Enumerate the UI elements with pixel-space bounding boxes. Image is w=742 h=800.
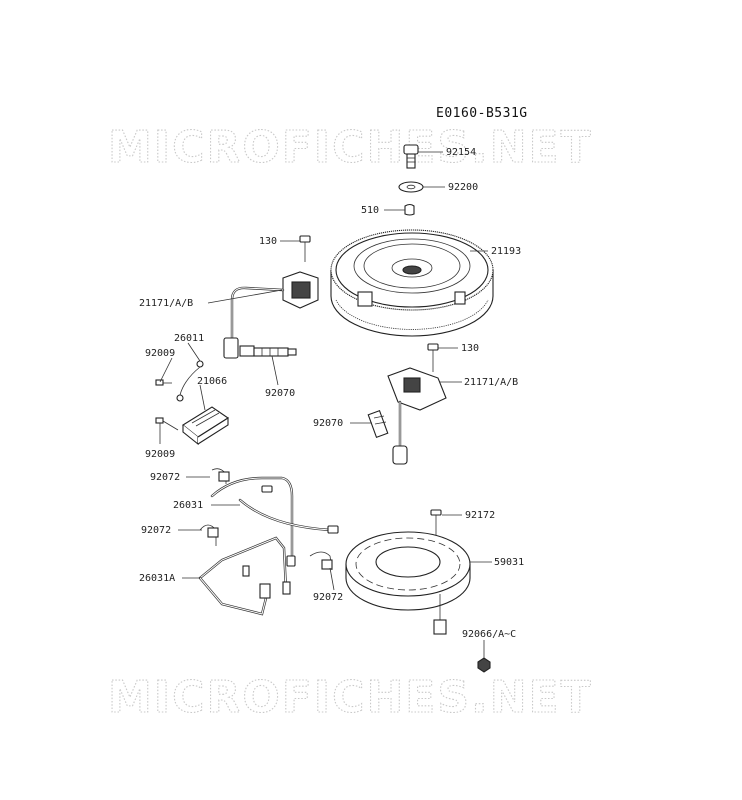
bolt-130-upper-drawing[interactable]	[299, 235, 311, 262]
bolt-130-lower-drawing[interactable]	[427, 343, 439, 372]
label-92172: 92172	[465, 510, 495, 521]
bolt-92172-drawing[interactable]	[430, 509, 442, 535]
label-92154: 92154	[446, 147, 476, 158]
nut-92066-drawing[interactable]	[477, 657, 491, 673]
plug-cap-b-drawing[interactable]	[367, 409, 389, 439]
lead-wire-26011-drawing[interactable]	[176, 360, 204, 402]
coil-b-drawing[interactable]	[387, 367, 447, 465]
label-92009-upper: 92009	[145, 348, 175, 359]
stator-59031-drawing[interactable]	[345, 531, 471, 635]
label-26011: 26011	[174, 333, 204, 344]
label-26031: 26031	[173, 500, 203, 511]
label-130-upper: 130	[259, 236, 277, 247]
label-92066: 92066/A~C	[462, 629, 516, 640]
label-21171-upper: 21171/A/B	[139, 298, 193, 309]
label-59031: 59031	[494, 557, 524, 568]
harness-26031-drawing[interactable]	[210, 476, 339, 567]
diagram-code: E0160-B531G	[436, 106, 528, 121]
screw-92009-lower-drawing[interactable]	[155, 417, 179, 431]
label-21066: 21066	[197, 376, 227, 387]
coil-a-drawing[interactable]	[223, 271, 319, 359]
label-510: 510	[361, 205, 379, 216]
label-92072-right: 92072	[313, 592, 343, 603]
label-130-lower: 130	[461, 343, 479, 354]
plug-cap-a-drawing[interactable]	[239, 345, 297, 357]
leader-lines	[159, 151, 492, 658]
watermark-bottom: MICROFICHES.NET	[108, 672, 593, 723]
label-92070-lower: 92070	[313, 418, 343, 429]
clamp-92072-middle-drawing[interactable]	[199, 524, 219, 546]
label-92072-upper: 92072	[150, 472, 180, 483]
clamp-92072-right-drawing[interactable]	[309, 551, 333, 571]
regulator-21066-drawing[interactable]	[182, 406, 229, 446]
clamp-92072-upper-drawing[interactable]	[211, 468, 230, 484]
watermark-top: MICROFICHES.NET	[108, 122, 593, 173]
label-21171-lower: 21171/A/B	[464, 377, 518, 388]
label-92072-middle: 92072	[141, 525, 171, 536]
label-21193: 21193	[491, 246, 521, 257]
key-510-drawing[interactable]	[404, 203, 415, 216]
label-92070-upper: 92070	[265, 388, 295, 399]
label-92009-lower: 92009	[145, 449, 175, 460]
flywheel-21193-drawing[interactable]	[330, 229, 494, 337]
screw-92009-upper-drawing[interactable]	[155, 379, 172, 386]
label-26031a: 26031A	[139, 573, 175, 584]
washer-92200-drawing[interactable]	[398, 181, 424, 193]
label-92200: 92200	[448, 182, 478, 193]
bolt-92154-drawing[interactable]	[403, 144, 419, 169]
harness-26031a-drawing[interactable]	[198, 536, 291, 616]
